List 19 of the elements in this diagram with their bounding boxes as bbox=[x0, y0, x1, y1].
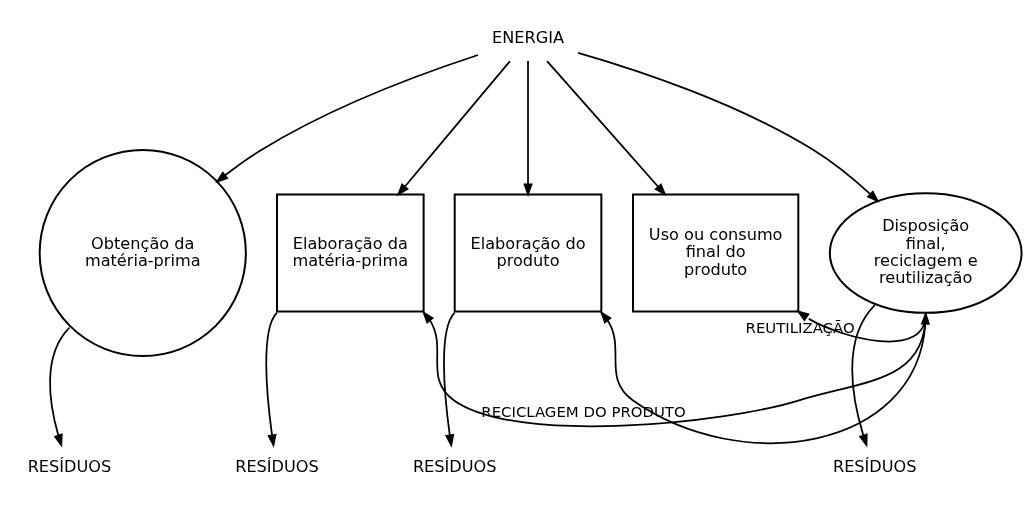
node-text: ENERGIA bbox=[492, 27, 565, 47]
arrow bbox=[577, 51, 880, 203]
arrow bbox=[49, 326, 71, 448]
arrow bbox=[851, 304, 876, 448]
arrow bbox=[215, 54, 479, 184]
arrow bbox=[265, 311, 278, 448]
node-text: RESÍDUOS bbox=[412, 456, 497, 476]
arrow bbox=[443, 311, 456, 448]
arrow bbox=[546, 60, 667, 197]
arrow bbox=[396, 60, 511, 197]
arrow bbox=[523, 60, 533, 197]
node-text: RESÍDUOS bbox=[235, 456, 319, 476]
node-text: RESÍDUOS bbox=[832, 456, 917, 476]
node-box: Uso ou consumo final do produto bbox=[632, 193, 800, 313]
arrow bbox=[421, 310, 927, 428]
node-box: Elaboração do produto bbox=[453, 193, 603, 313]
node-text: RESÍDUOS bbox=[27, 456, 112, 476]
node-box: Elaboração da matéria-prima bbox=[276, 193, 425, 313]
node-circle: Obtenção da matéria-prima bbox=[38, 148, 247, 358]
